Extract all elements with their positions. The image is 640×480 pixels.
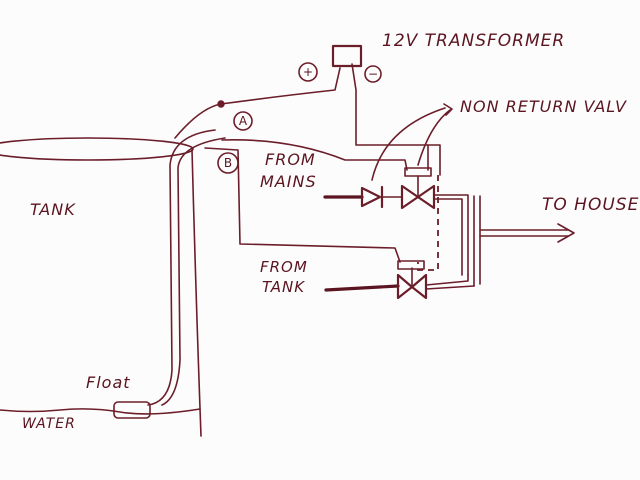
wire-float-to-junction — [174, 103, 222, 139]
non-return-valve-symbol — [360, 185, 384, 209]
water-label: WATER — [22, 416, 76, 432]
wire-negative-dashed — [417, 175, 439, 271]
tank-inlet-pipe — [324, 284, 400, 292]
non-return-valve-leaders — [371, 103, 453, 181]
tank-wall-right — [191, 149, 202, 437]
transformer-box — [331, 44, 363, 68]
tank-outlet-pipe — [425, 274, 469, 286]
tank-rim — [0, 137, 194, 161]
wire-a — [221, 139, 408, 171]
wire-negative — [351, 63, 429, 171]
house-outlet — [473, 195, 575, 287]
mains-solenoid-valve — [400, 167, 436, 210]
a-label: A — [239, 114, 248, 128]
wire-b — [204, 147, 401, 263]
house-arrow-head — [557, 223, 575, 243]
negative-label: − — [368, 67, 378, 81]
tank — [0, 129, 226, 437]
non-return-valve-label: NON RETURN VALV — [460, 97, 627, 116]
wiring — [174, 63, 441, 271]
from-tank-label-line2: TANK — [262, 278, 305, 296]
wire-positive — [220, 67, 341, 105]
mains-outlet-pipe — [433, 194, 469, 276]
mains-outlet-pipe-b — [433, 198, 463, 276]
float-rod-inner — [161, 137, 226, 406]
from-mains-label-line1: FROM — [265, 150, 316, 169]
to-house-label: TO HOUSE — [542, 195, 639, 215]
float-body — [113, 401, 151, 419]
water-surface — [0, 408, 201, 415]
positive-label: + — [303, 65, 313, 79]
float-rod — [147, 129, 216, 406]
tank-pipe — [324, 260, 475, 300]
transformer-label: 12V TRANSFORMER — [382, 31, 565, 51]
transformer — [331, 44, 363, 68]
terminal-a: A — [233, 111, 253, 131]
b-label: B — [224, 156, 232, 170]
tank-outlet-pipe-b — [425, 285, 475, 290]
terminal-b: B — [217, 152, 239, 174]
wire-negative-right — [427, 144, 441, 176]
from-tank-label-line1: FROM — [260, 258, 308, 276]
terminal-negative: − — [364, 65, 382, 83]
float-label: Float — [86, 373, 131, 392]
mains-pipe — [323, 167, 469, 276]
terminal-positive: + — [298, 62, 318, 82]
tank-label: TANK — [30, 200, 76, 219]
tank-solenoid-valve — [396, 260, 428, 300]
from-mains-label-line2: MAINS — [260, 172, 317, 191]
